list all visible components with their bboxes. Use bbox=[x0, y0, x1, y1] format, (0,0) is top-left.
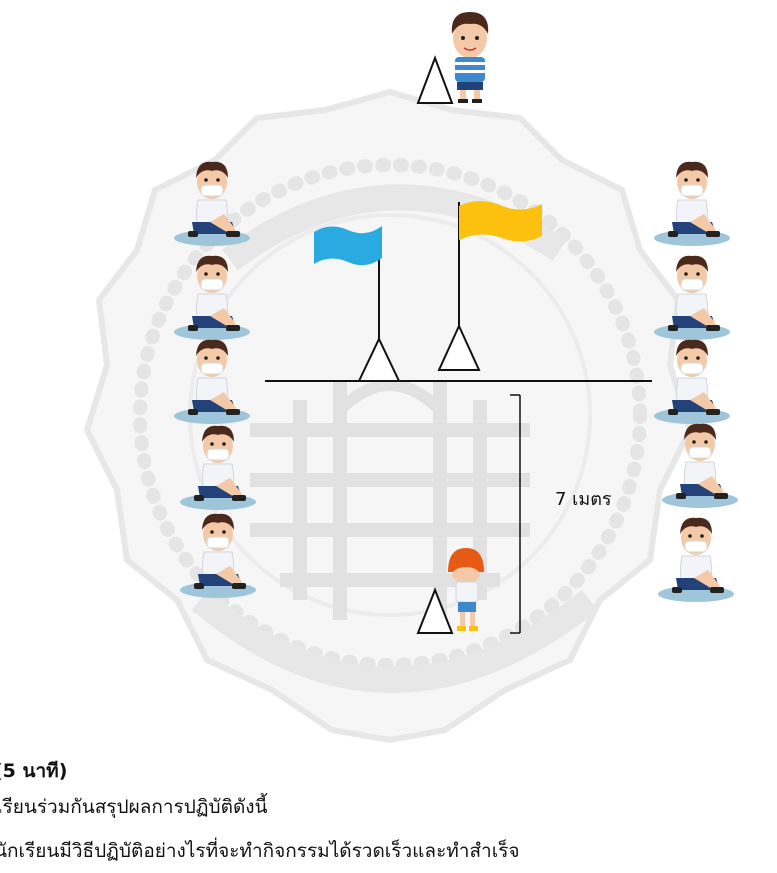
summary-question: นักเรียนมีวิธีปฏิบัติอย่างไรที่จะทำกิจกร… bbox=[0, 840, 520, 862]
cone-yellow bbox=[437, 323, 481, 371]
distance-label: 7 เมตร bbox=[555, 489, 612, 510]
summary-intro: เรียนร่วมกันสรุปผลการปฏิบัติดังนี้ bbox=[0, 796, 268, 818]
blue-flag-icon bbox=[314, 226, 382, 344]
runner-student bbox=[448, 548, 484, 631]
cone-top bbox=[416, 55, 454, 104]
summary-heading: (5 นาที) bbox=[0, 760, 68, 782]
standing-student bbox=[451, 12, 489, 103]
yellow-flag-icon bbox=[458, 201, 542, 330]
distance-bracket bbox=[510, 394, 521, 634]
cone-bottom bbox=[416, 587, 454, 634]
